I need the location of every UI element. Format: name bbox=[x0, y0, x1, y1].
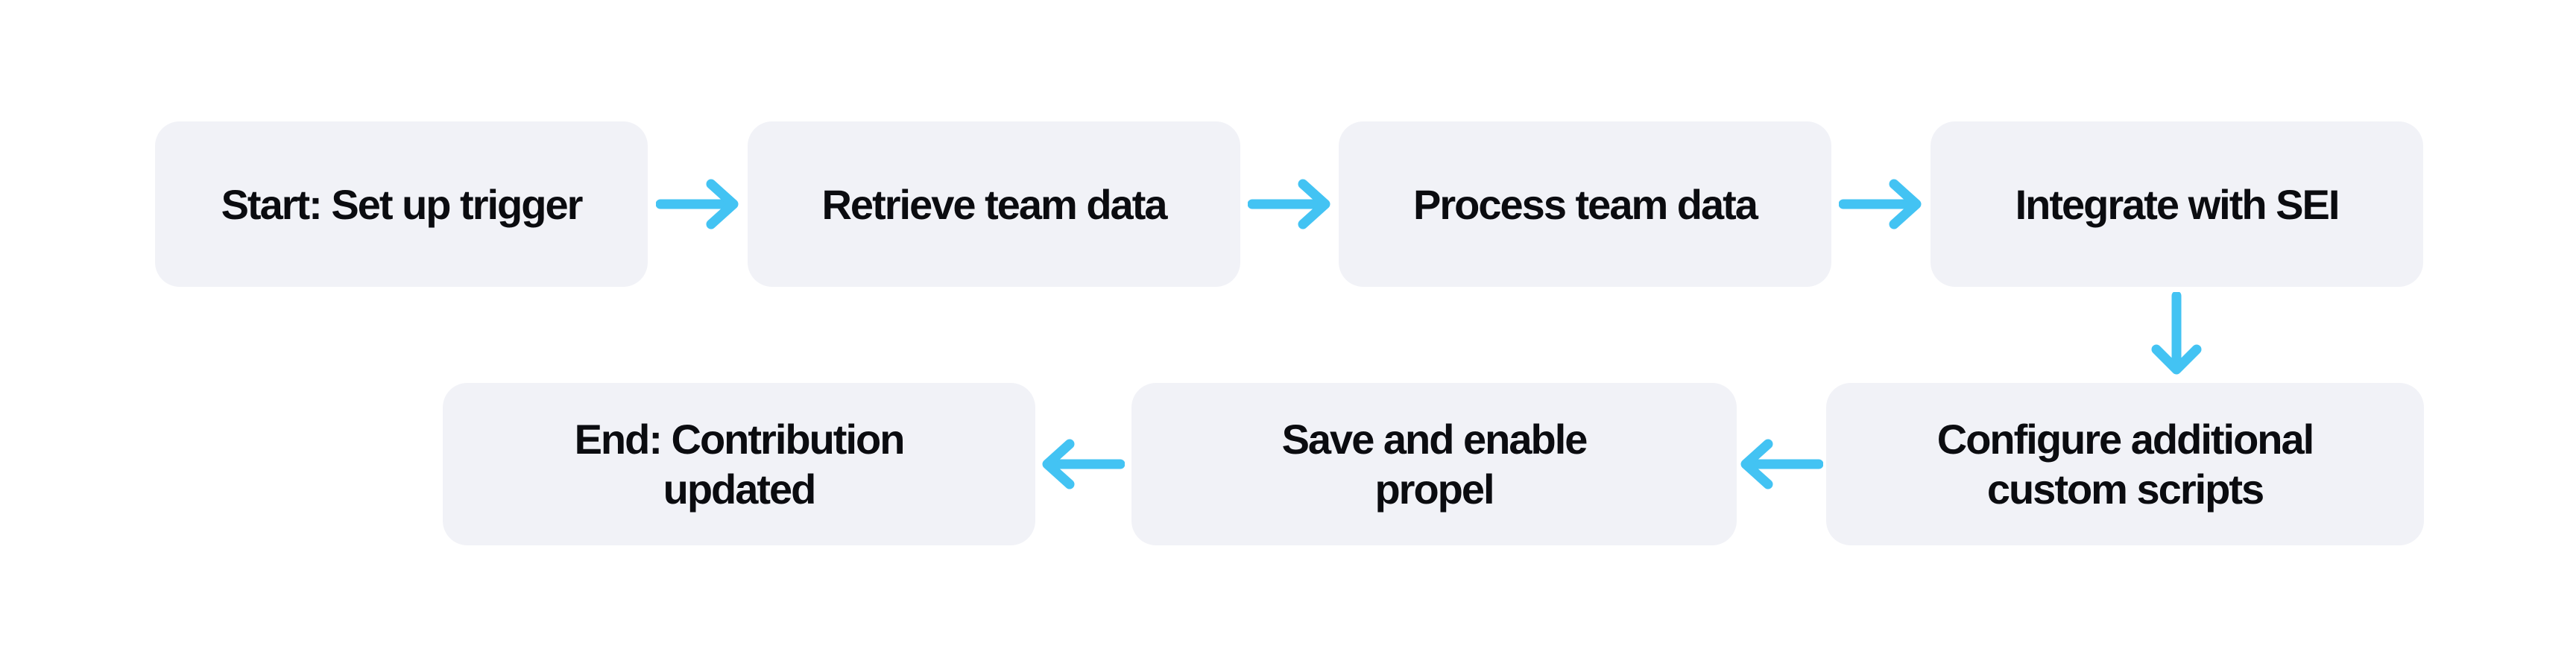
edge-retrieve-to-process-arrow-icon bbox=[1248, 179, 1330, 229]
edge-start-to-retrieve-arrow-icon bbox=[656, 179, 739, 229]
edge-process-to-integrate-arrow-icon bbox=[1839, 179, 1922, 229]
flow-node-configure-label-line1: Configure additional bbox=[1936, 416, 2314, 463]
flow-node-process-team-data: Process team data bbox=[1339, 121, 1831, 287]
flow-node-save-and-enable-propel: Save and enable propel bbox=[1131, 383, 1737, 545]
flow-node-configure-custom-scripts: Configure additional custom scripts bbox=[1826, 383, 2424, 545]
flow-node-integrate-label: Integrate with SEI bbox=[2015, 180, 2340, 228]
flow-node-save-label-line2: propel bbox=[1374, 466, 1494, 513]
flow-node-end-label-line2: updated bbox=[663, 466, 817, 513]
flow-node-configure-label-line2: custom scripts bbox=[1986, 466, 2264, 513]
flow-node-start: Start: Set up trigger bbox=[155, 121, 648, 287]
edge-integrate-to-configure-arrow-icon bbox=[2151, 292, 2202, 375]
flow-node-save-label-line1: Save and enable bbox=[1281, 416, 1588, 463]
flow-node-process-label: Process team data bbox=[1413, 180, 1758, 228]
flow-node-end-label-line1: End: Contribution bbox=[574, 416, 906, 463]
edge-save-to-end-arrow-icon bbox=[1042, 439, 1125, 489]
flow-node-retrieve-team-data: Retrieve team data bbox=[748, 121, 1240, 287]
flow-node-start-label: Start: Set up trigger bbox=[221, 180, 584, 228]
flow-node-retrieve-label: Retrieve team data bbox=[821, 180, 1167, 228]
flow-node-integrate-with-sei: Integrate with SEI bbox=[1931, 121, 2423, 287]
edge-configure-to-save-arrow-icon bbox=[1740, 439, 1823, 489]
flow-node-end: End: Contribution updated bbox=[443, 383, 1035, 545]
